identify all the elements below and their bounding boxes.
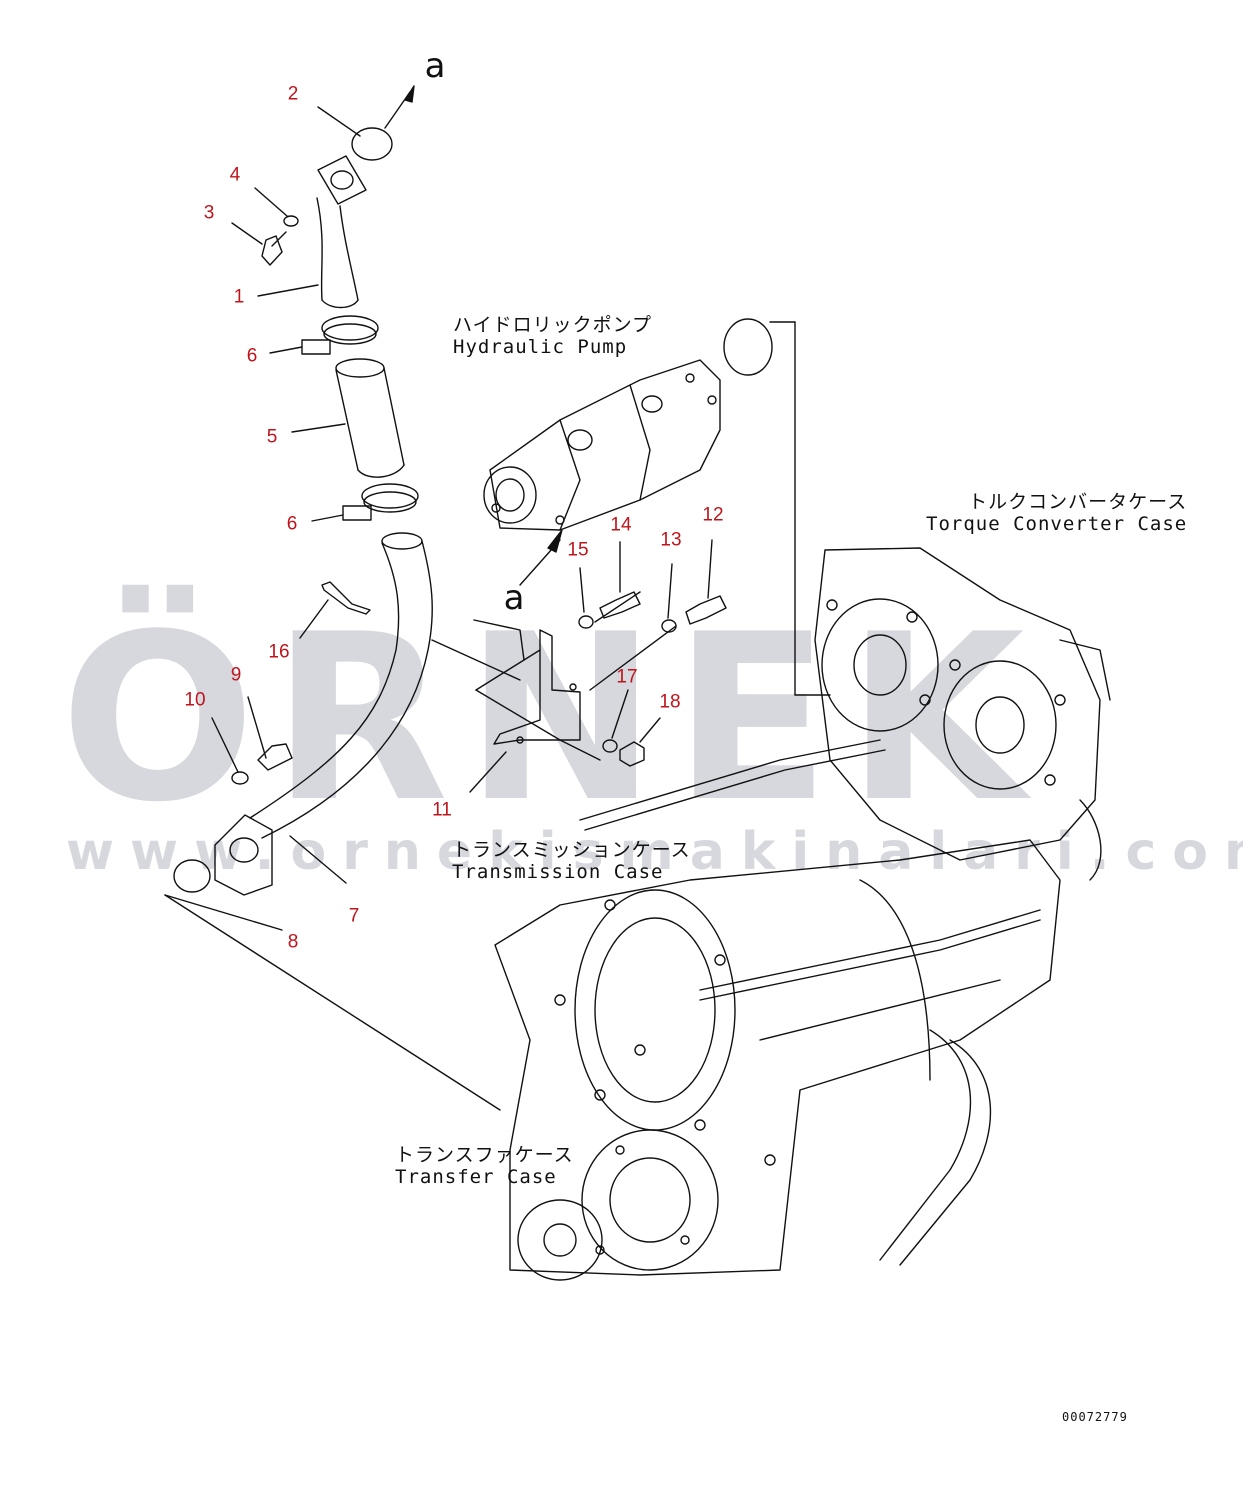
watermark-url: www.ornekismakinalari.com.tr [66,822,1243,882]
callout-13: 13 [660,529,682,551]
hose-5 [335,358,405,478]
callout-15: 15 [567,539,589,561]
washer-13 [661,619,677,633]
clip-16 [321,581,371,615]
label-transmission-case-en: Transmission Case [452,860,664,883]
drawing-number: 00072779 [1062,1410,1128,1424]
gasket-8 [173,859,211,893]
callout-7: 7 [348,905,360,927]
hydraulic-pump-drawing [483,359,721,531]
callout-1: 1 [233,286,245,308]
elbow-pipe-1 [316,155,367,309]
callout-2: 2 [287,83,299,105]
pipe-7 [214,532,433,896]
hose-clamp-6-upper [301,315,379,355]
label-transfer-case-en: Transfer Case [395,1165,557,1188]
leader-lines [164,106,831,1111]
callout-9: 9 [230,664,242,686]
hose-clamp-6-lower [342,483,419,521]
washer-17 [602,739,618,753]
callout-4: 4 [229,164,241,186]
washer-15 [578,615,594,629]
label-transmission-case: トランスミッションケース Transmission Case [452,839,691,884]
bolt-9 [257,743,293,771]
view-mark-bottom: a [503,578,525,618]
bolt-12 [685,595,727,625]
label-transfer-case-ja: トランスファケース [395,1144,574,1166]
view-mark-top: a [424,46,446,86]
callout-10: 10 [184,689,206,711]
callout-12: 12 [702,504,724,526]
washer-4 [283,215,299,227]
callout-17: 17 [616,666,638,688]
callout-3: 3 [203,202,215,224]
gasket-2 [351,127,393,161]
bolt-14 [599,591,641,619]
label-hydraulic-pump-ja: ハイドロリックポンプ [453,314,653,336]
nut-18 [619,741,645,767]
callout-18: 18 [659,691,681,713]
label-transfer-case: トランスファケース Transfer Case [395,1144,574,1189]
label-torque-converter-case: トルクコンバータケース Torque Converter Case [926,491,1188,536]
label-torque-converter-case-ja: トルクコンバータケース [968,491,1188,513]
label-hydraulic-pump: ハイドロリックポンプ Hydraulic Pump [453,314,653,359]
callout-6-upper: 6 [246,345,258,367]
callout-8: 8 [287,931,299,953]
watermark-brand: ÖRNEK [60,586,1041,853]
callout-14: 14 [610,514,632,536]
bracket-11 [493,629,581,745]
washer-10 [231,771,249,785]
label-hydraulic-pump-en: Hydraulic Pump [453,335,628,358]
label-torque-converter-case-en: Torque Converter Case [926,512,1188,535]
callout-11: 11 [432,799,452,821]
label-transmission-case-ja: トランスミッションケース [452,839,691,861]
bolt-3 [261,235,283,266]
o-ring [723,318,773,376]
torque-converter-case-drawing [814,547,1111,861]
callout-6-lower: 6 [286,513,298,535]
callout-5: 5 [266,426,278,448]
transmission-case-drawing [494,739,1102,1281]
callout-16: 16 [268,641,290,663]
